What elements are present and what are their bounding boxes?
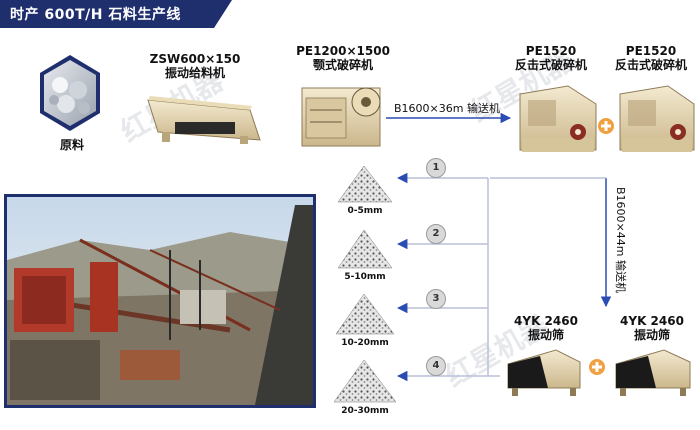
impact-crusher-machine <box>619 85 695 152</box>
gravel-pile-image <box>337 229 393 269</box>
product-number: 4 <box>426 356 446 376</box>
feeder-name-label: 振动给料机 <box>164 66 225 80</box>
screen1-name-label: 振动筛 <box>527 328 564 342</box>
product-size-label: 0-5mm <box>347 206 383 216</box>
page-title: 时产 600T/H 石料生产线 <box>10 7 181 23</box>
product-number: 2 <box>426 224 446 244</box>
conveyor-h-label: B1600×36m 输送机 <box>394 102 500 115</box>
impact2-model-label: PE1520 <box>625 44 677 58</box>
impact-crusher-machine <box>519 85 597 152</box>
plus-icon <box>598 118 614 134</box>
gravel-pile-image <box>337 165 393 203</box>
impact2-name-label: 反击式破碎机 <box>614 58 687 72</box>
conveyor-v-label: B1600×44m 输送机 <box>613 187 627 293</box>
raw-material-image <box>40 55 100 131</box>
site-photo <box>4 194 316 408</box>
gravel-pile-image <box>335 293 395 335</box>
vibrating-screen-machine <box>615 349 691 396</box>
product-number: 3 <box>426 289 446 309</box>
product-size-label: 10-20mm <box>341 338 389 348</box>
gravel-pile-image <box>333 359 397 403</box>
raw-material-label: 原料 <box>59 138 84 152</box>
product-size-label: 5-10mm <box>344 272 386 282</box>
product-size-label: 20-30mm <box>341 406 389 416</box>
feeder-model-label: ZSW600×150 <box>149 52 241 66</box>
plus-icon <box>589 359 605 375</box>
jaw-model-label: PE1200×1500 <box>296 44 390 58</box>
impact1-name-label: 反击式破碎机 <box>514 58 587 72</box>
impact1-model-label: PE1520 <box>525 44 577 58</box>
screen2-model-label: 4YK 2460 <box>620 314 684 328</box>
vibrating-feeder-machine <box>147 96 261 144</box>
jaw-crusher-machine <box>301 87 381 147</box>
product-number: 1 <box>426 158 446 178</box>
vibrating-screen-machine <box>507 349 581 396</box>
jaw-name-label: 颚式破碎机 <box>312 58 373 72</box>
header-banner <box>0 0 232 28</box>
screen2-name-label: 振动筛 <box>633 328 670 342</box>
screen1-model-label: 4YK 2460 <box>514 314 578 328</box>
